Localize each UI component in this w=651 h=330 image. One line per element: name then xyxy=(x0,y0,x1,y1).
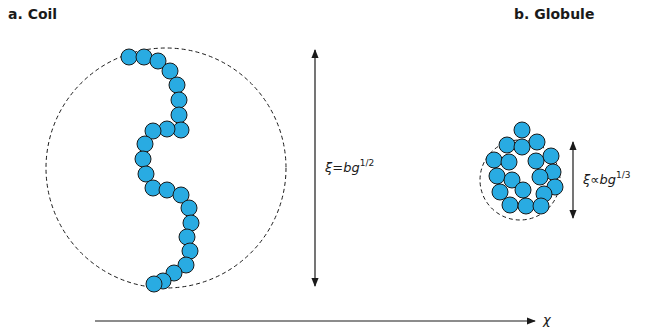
panel-title: b. Globule xyxy=(514,6,594,22)
axis-label: χ xyxy=(543,313,551,328)
size-formula: ξ=bg1/2 xyxy=(325,161,374,176)
size-formula: ξ∝bg1/3 xyxy=(583,173,631,188)
size-arrow xyxy=(572,142,573,218)
panel-title: a. Coil xyxy=(8,6,57,22)
size-arrow xyxy=(314,50,315,286)
globule-chain xyxy=(486,122,563,214)
globule-outline xyxy=(480,140,560,220)
coil-outline xyxy=(46,48,286,288)
axis-arrow xyxy=(95,320,535,321)
coil-chain xyxy=(121,49,199,292)
